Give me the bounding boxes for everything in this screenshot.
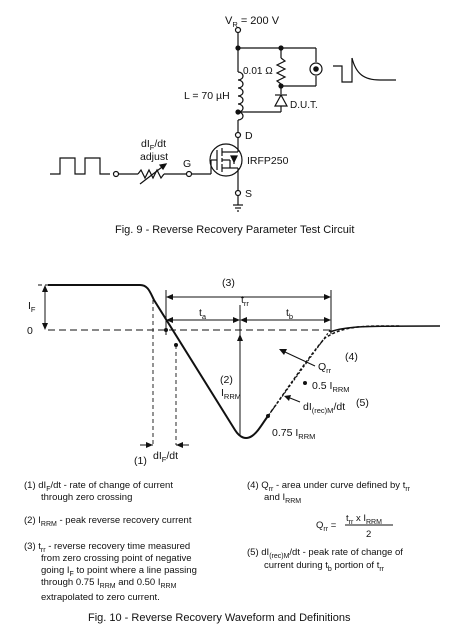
dut-diode — [273, 93, 289, 107]
didt-ref-label: (1) — [134, 455, 147, 467]
inductor-label: L = 70 µH — [184, 90, 230, 102]
def4-line1: (4) Qrr - area under curve defined by tr… — [247, 480, 411, 493]
source-label: S — [245, 188, 252, 200]
formula-lhs: Qrr = — [316, 520, 337, 533]
shunt-resistor — [275, 57, 287, 85]
tb-label: tb — [286, 307, 293, 321]
vr-label: VR = 200 V — [225, 15, 280, 29]
qrr-arrow — [284, 351, 316, 367]
formula-denominator: 2 — [366, 529, 371, 540]
def3-line5: extrapolated to zero current. — [41, 592, 160, 603]
didt-rec-ref-label: (5) — [356, 397, 369, 409]
didt-rec-arrow — [289, 397, 301, 403]
recovery-waveform-plot — [38, 284, 441, 448]
gate-resistor — [137, 168, 165, 180]
gate-label: G — [183, 158, 191, 170]
def1-line1: (1) dIF/dt - rate of change of current — [24, 480, 173, 493]
input-pulse-train — [50, 157, 110, 175]
def3-line3: going IF to point where a line passing — [41, 565, 197, 578]
didt-rec-label: dI(rec)M/dt — [303, 401, 345, 415]
def3-line1: (3) trr - reverse recovery time measured — [24, 541, 190, 554]
irrm-label: IRRM — [221, 387, 241, 401]
formula-numerator: trr x IRRM — [346, 513, 382, 526]
def1-line2: through zero crossing — [41, 492, 132, 503]
fig9-caption: Fig. 9 - Reverse Recovery Parameter Test… — [115, 224, 354, 236]
fig10-caption: Fig. 10 - Reverse Recovery Waveform and … — [88, 612, 351, 624]
mosfet-body — [209, 143, 243, 177]
half-irrm-point — [303, 381, 307, 385]
trr-label: trr — [241, 294, 249, 308]
test-circuit — [50, 26, 396, 212]
def3-line4: through 0.75 IRRM and 0.50 IRRM — [41, 577, 177, 590]
trr-ref-label: (3) — [222, 277, 235, 289]
qrr-ref-label: (4) — [345, 351, 358, 363]
zero-label: 0 — [27, 325, 33, 337]
gate-terminal — [185, 170, 193, 178]
adjust-label: adjust — [140, 151, 168, 163]
zero-cross-point — [164, 328, 168, 332]
half-slope-point — [174, 343, 178, 347]
threeq-irrm-label: 0.75 IRRM — [272, 427, 315, 441]
input-terminal — [112, 170, 120, 178]
def5-line2: current during tb portion of trr — [264, 560, 385, 573]
current-waveform — [48, 284, 269, 439]
drain-terminal — [234, 131, 242, 139]
half-irrm-label: 0.5 IRRM — [312, 380, 350, 394]
vr-terminal — [234, 26, 242, 34]
resistor-label: 0.01 Ω — [243, 66, 273, 77]
qrr-label: Qrr — [318, 361, 332, 375]
def4-line2: and IRRM — [264, 492, 301, 505]
ta-label: ta — [199, 307, 207, 321]
irrm-ref-label: (2) — [220, 374, 233, 386]
dut-label: D.U.T. — [290, 100, 318, 111]
def3-line2: from zero crossing point of negative — [41, 553, 192, 564]
drain-label: D — [245, 130, 253, 142]
threeq-irrm-point — [266, 414, 270, 418]
def5-line1: (5) dI(rec)M/dt - peak rate of change of — [247, 547, 403, 560]
source-terminal — [234, 189, 242, 197]
definitions: (1) dIF/dt - rate of change of current t… — [24, 480, 411, 603]
def2: (2) IRRM - peak reverse recovery current — [24, 515, 192, 528]
output-waveform-symbol — [333, 58, 353, 83]
scope-probe — [309, 62, 323, 76]
extrapolation-line — [267, 328, 332, 417]
didt-adjust-label: dIF/dt — [141, 138, 166, 152]
if-label: IF — [28, 300, 36, 314]
didt-label: dIF/dt — [153, 450, 178, 464]
mosfet-label: IRFP250 — [247, 155, 289, 167]
